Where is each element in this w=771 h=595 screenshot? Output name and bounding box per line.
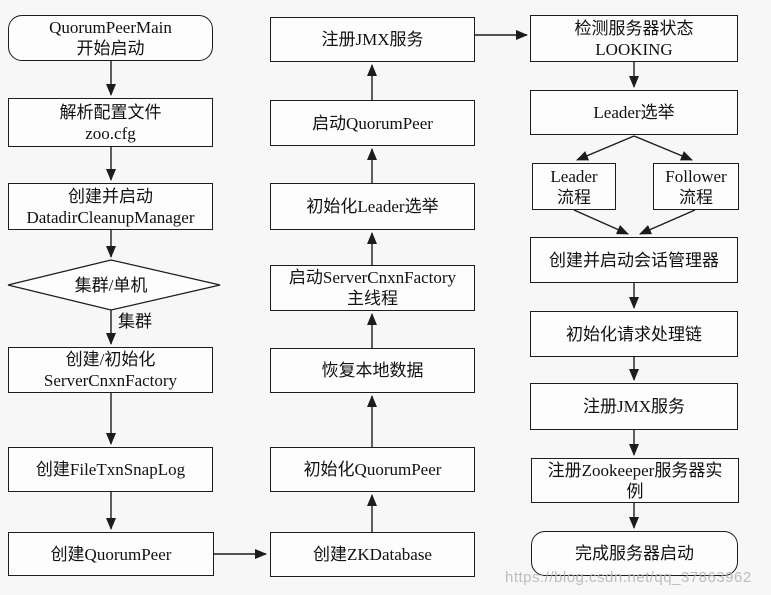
node-restore-local-data: 恢复本地数据 [270, 348, 475, 393]
node-create-zk-database: 创建ZKDatabase [270, 532, 475, 577]
edge-label-cluster: 集群 [118, 311, 152, 331]
node-init-request-chain: 初始化请求处理链 [530, 311, 738, 357]
connector-election-to-followerflow [633, 135, 693, 161]
node-check-server-state-looking: 检测服务器状态 LOOKING [530, 15, 738, 62]
connector-followerflow-to-session [639, 209, 696, 235]
node-create-session-manager: 创建并启动会话管理器 [530, 237, 738, 283]
node-create-file-txn-snap-log: 创建FileTxnSnapLog [8, 447, 213, 492]
node-init-leader-election: 初始化Leader选举 [270, 183, 475, 230]
connector-election-to-leaderflow [576, 135, 635, 161]
connector-leaderflow-to-session [573, 209, 629, 235]
node-cluster-decision: 集群/单机 [74, 275, 148, 295]
node-parse-config: 解析配置文件 zoo.cfg [8, 98, 213, 147]
node-register-zookeeper-instance: 注册Zookeeper服务器实 例 [531, 458, 739, 503]
node-register-jmx-right: 注册JMX服务 [530, 383, 738, 430]
node-init-quorum-peer: 初始化QuorumPeer [270, 447, 475, 492]
node-start-quorum-peer: 启动QuorumPeer [270, 100, 475, 146]
node-start-server-cnxn-factory-thread: 启动ServerCnxnFactory 主线程 [270, 265, 475, 311]
node-leader-election: Leader选举 [530, 90, 738, 135]
node-finish-server-start: 完成服务器启动 [531, 531, 738, 576]
node-follower-flow: Follower 流程 [653, 163, 739, 210]
node-quorumpeermain-start: QuorumPeerMain 开始启动 [8, 15, 213, 61]
node-register-jmx-middle: 注册JMX服务 [270, 17, 475, 62]
node-create-quorum-peer: 创建QuorumPeer [8, 532, 214, 576]
node-create-server-cnxn-factory: 创建/初始化 ServerCnxnFactory [8, 347, 213, 393]
watermark-text: https://blog.csdn.net/qq_37863962 [505, 569, 752, 586]
node-datadir-cleanup-manager: 创建并启动 DatadirCleanupManager [8, 183, 213, 230]
node-leader-flow: Leader 流程 [532, 163, 616, 210]
